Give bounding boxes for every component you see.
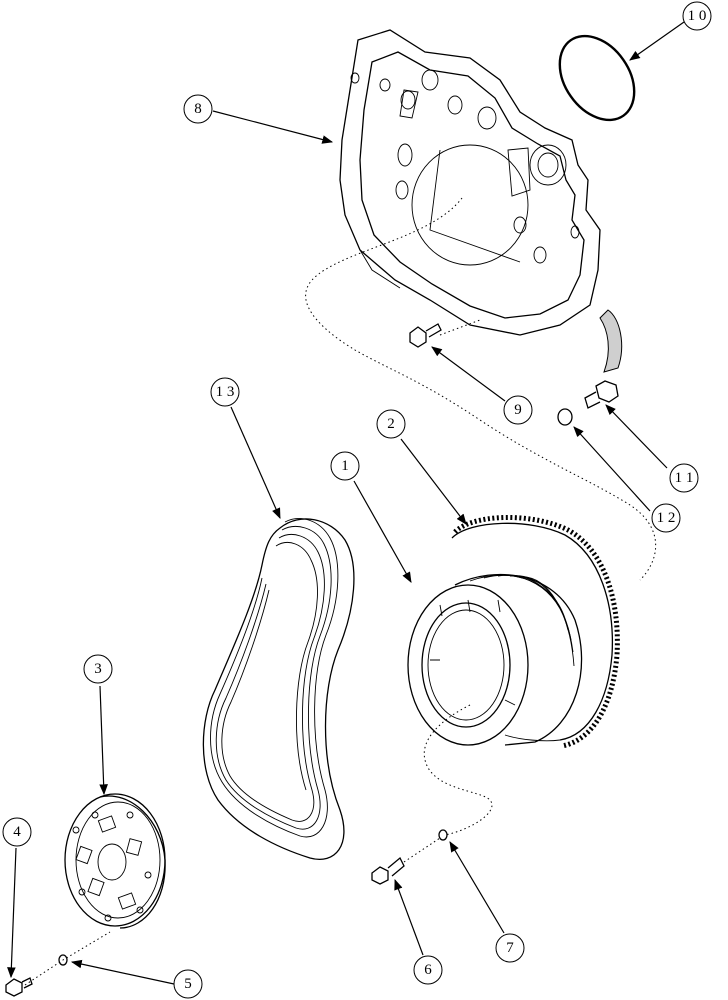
callout-10: 1 0 (682, 1, 712, 31)
callout-11-label: 1 1 (675, 470, 694, 486)
callout-1: 1 (330, 451, 360, 481)
seal-ring-12 (557, 408, 573, 426)
callout-7: 7 (495, 933, 525, 963)
callout-8-label: 8 (194, 101, 202, 117)
washer-5 (58, 954, 68, 966)
callout-13: 1 3 (210, 377, 240, 407)
callout-1-label: 1 (341, 458, 349, 474)
bolt-4 (5, 977, 33, 997)
callout-11: 1 1 (669, 463, 699, 493)
o-ring-part (558, 34, 636, 122)
callout-2: 2 (376, 409, 406, 439)
plug-fitting-11 (584, 380, 619, 409)
flange-bolt-9 (409, 323, 442, 348)
assembly-centerlines (24, 197, 657, 986)
callouts: 1 2 3 4 5 6 7 8 (2, 1, 712, 999)
timing-housing-part (339, 29, 601, 336)
callout-5: 5 (173, 969, 203, 999)
callout-6: 6 (413, 955, 443, 985)
callout-6-label: 6 (424, 962, 432, 978)
callout-12-label: 1 2 (657, 510, 676, 526)
callout-7-label: 7 (506, 940, 514, 956)
callout-12: 1 2 (651, 503, 681, 533)
crankshaft-pulley-part (407, 573, 583, 746)
callout-3: 3 (83, 654, 113, 684)
bolt-6 (371, 856, 405, 885)
callout-10-label: 1 0 (688, 8, 707, 24)
callout-4-label: 4 (13, 824, 21, 840)
damper-hub-part (64, 793, 166, 929)
callout-4: 4 (2, 817, 32, 847)
callout-9: 9 (503, 395, 533, 425)
callout-2-label: 2 (387, 416, 395, 432)
callout-3-label: 3 (94, 661, 102, 677)
leader-lines (7, 21, 685, 985)
callout-5-label: 5 (184, 976, 192, 992)
ring-gear-part (451, 515, 620, 749)
drive-belt-part (202, 518, 355, 860)
gasket-segment (599, 309, 623, 373)
callout-8: 8 (183, 94, 213, 124)
callout-9-label: 9 (514, 402, 522, 418)
callout-13-label: 1 3 (216, 384, 235, 400)
nut-7 (438, 829, 448, 841)
